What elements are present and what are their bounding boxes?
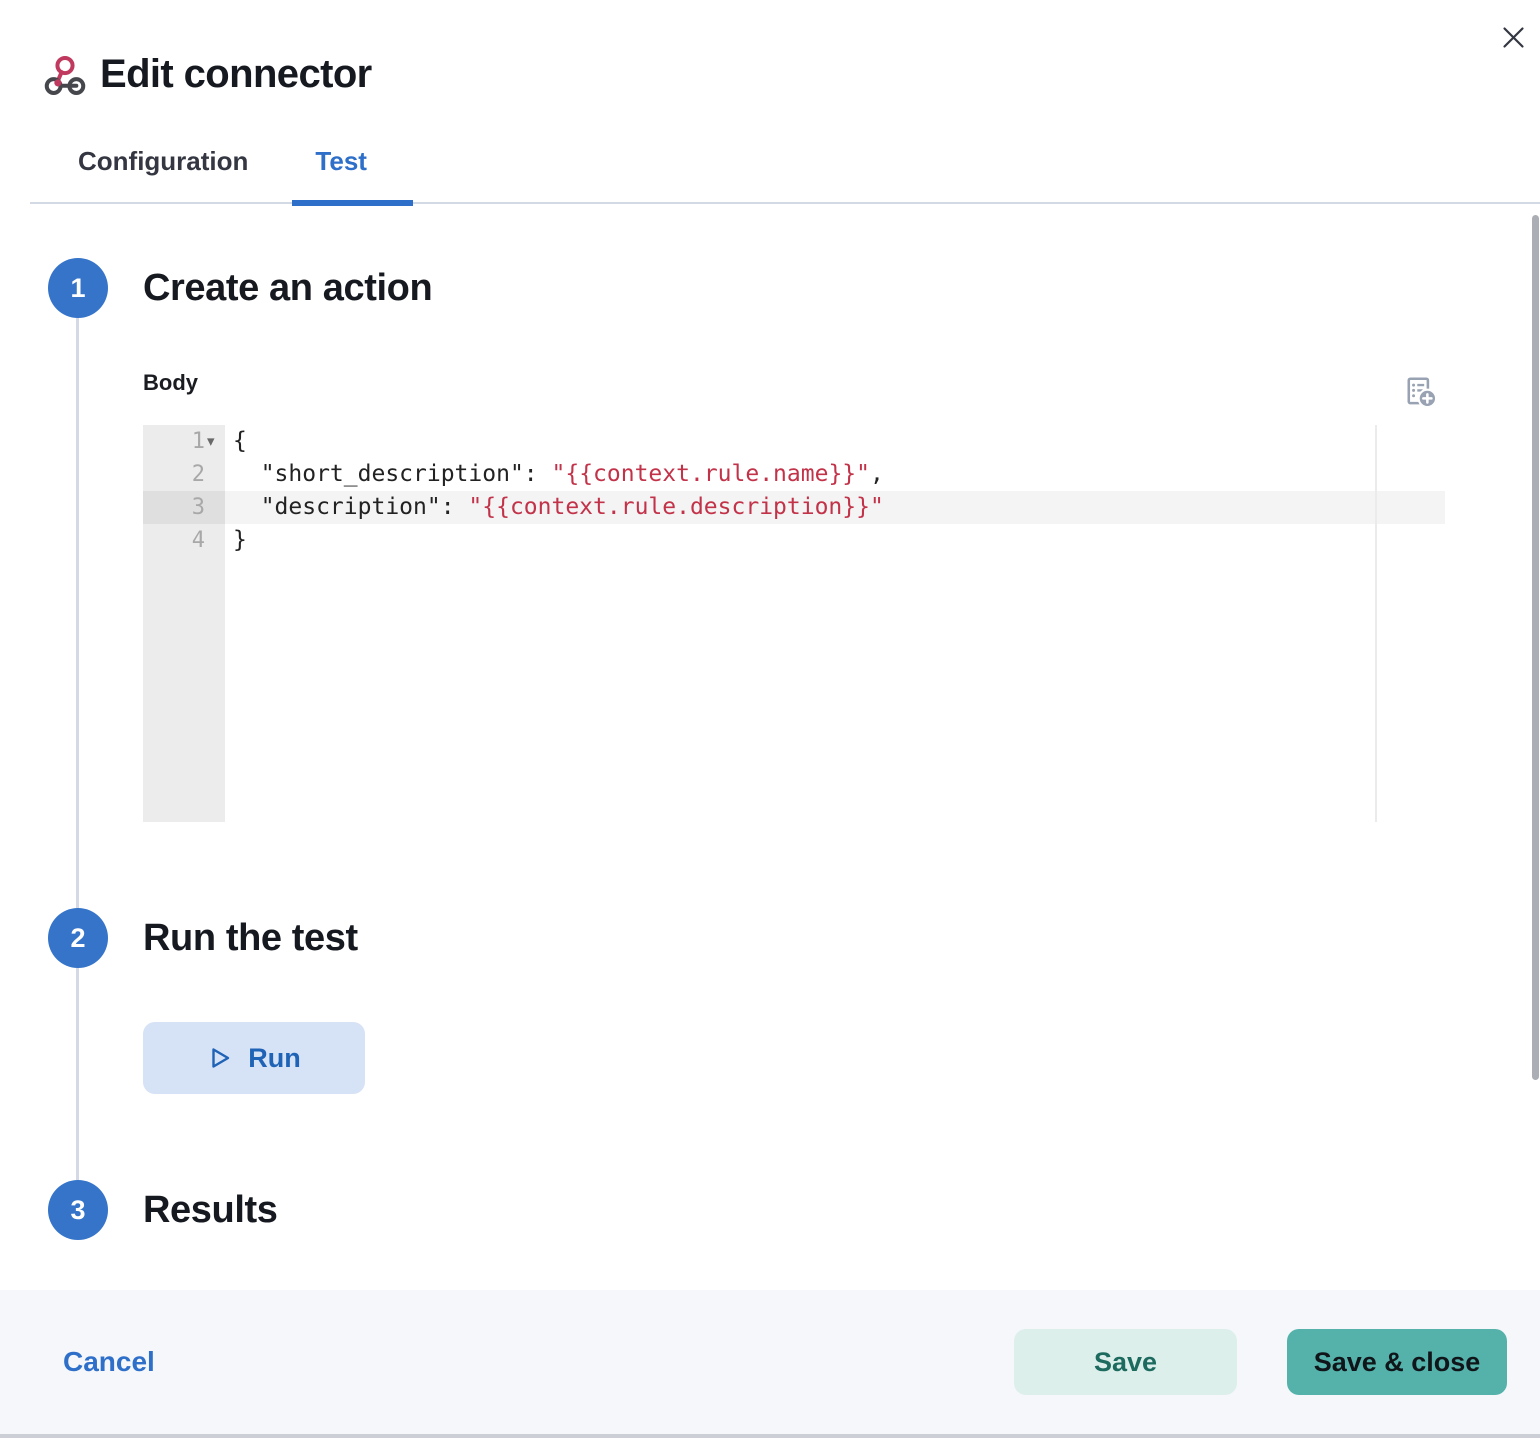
code-line-4: 4 } bbox=[143, 524, 1445, 557]
save-and-close-button[interactable]: Save & close bbox=[1287, 1329, 1507, 1395]
code-text-4: } bbox=[233, 527, 247, 553]
flyout-footer: Cancel Save Save & close bbox=[0, 1290, 1540, 1438]
run-button[interactable]: Run bbox=[143, 1022, 365, 1094]
code-text-2: "short_description": "{{context.rule.nam… bbox=[233, 461, 884, 487]
fold-arrow-icon[interactable]: ▾ bbox=[207, 425, 215, 458]
tab-configuration[interactable]: Configuration bbox=[78, 146, 249, 176]
step-1-number-badge: 1 bbox=[48, 258, 108, 318]
step-1-title: Create an action bbox=[143, 266, 433, 309]
step-2-header: 2 Run the test bbox=[48, 908, 1540, 968]
save-button[interactable]: Save bbox=[1014, 1329, 1237, 1395]
code-line-2: 2 "short_description": "{{context.rule.n… bbox=[143, 458, 1445, 491]
editor-gutter-active-line bbox=[143, 491, 225, 524]
step-connector-line bbox=[76, 288, 79, 1210]
step-2-title: Run the test bbox=[143, 916, 358, 959]
step-3-header: 3 Results bbox=[48, 1180, 1540, 1240]
code-text-3: "description": "{{context.rule.descripti… bbox=[233, 494, 884, 520]
line-number-2: 2 bbox=[191, 462, 205, 487]
code-text-1: { bbox=[233, 428, 247, 454]
close-button[interactable] bbox=[1494, 20, 1532, 58]
step-2-number-badge: 2 bbox=[48, 908, 108, 968]
tab-test[interactable]: Test bbox=[315, 146, 367, 176]
body-code-editor[interactable]: 1 ▾ { 2 "short_description": "{{context.… bbox=[143, 425, 1445, 822]
body-field-label: Body bbox=[143, 370, 198, 395]
step-3-number-badge: 3 bbox=[48, 1180, 108, 1240]
flyout-header: Edit connector Configuration Test bbox=[0, 0, 1540, 207]
line-number-4: 4 bbox=[191, 528, 205, 553]
test-tab-content: 1 Create an action Body bbox=[0, 207, 1540, 1290]
vertical-scrollbar-thumb[interactable] bbox=[1532, 215, 1539, 1080]
cancel-button[interactable]: Cancel bbox=[63, 1346, 155, 1377]
line-number-3: 3 bbox=[191, 495, 205, 520]
close-icon bbox=[1502, 26, 1525, 52]
tabs-bottom-border bbox=[30, 202, 1540, 204]
add-variable-icon bbox=[1404, 377, 1438, 412]
active-tab-underline bbox=[292, 200, 413, 206]
add-variable-button[interactable] bbox=[1403, 375, 1439, 411]
step-1-header: 1 Create an action bbox=[48, 207, 1540, 318]
code-line-3: 3 "description": "{{context.rule.descrip… bbox=[143, 491, 1445, 524]
code-line-1: 1 ▾ { bbox=[143, 425, 1445, 458]
body-field-header: Body bbox=[143, 370, 1445, 409]
editor-active-line-highlight bbox=[225, 491, 1445, 524]
title-row: Edit connector bbox=[0, 0, 1540, 97]
run-button-label: Run bbox=[248, 1042, 301, 1073]
tab-bar: Configuration Test bbox=[78, 146, 367, 177]
step-3-title: Results bbox=[143, 1188, 278, 1231]
webhook-icon bbox=[44, 54, 86, 96]
page-title: Edit connector bbox=[100, 52, 372, 96]
line-number-1: 1 bbox=[191, 429, 205, 454]
play-icon bbox=[207, 1045, 233, 1071]
editor-vertical-divider bbox=[1375, 425, 1377, 822]
